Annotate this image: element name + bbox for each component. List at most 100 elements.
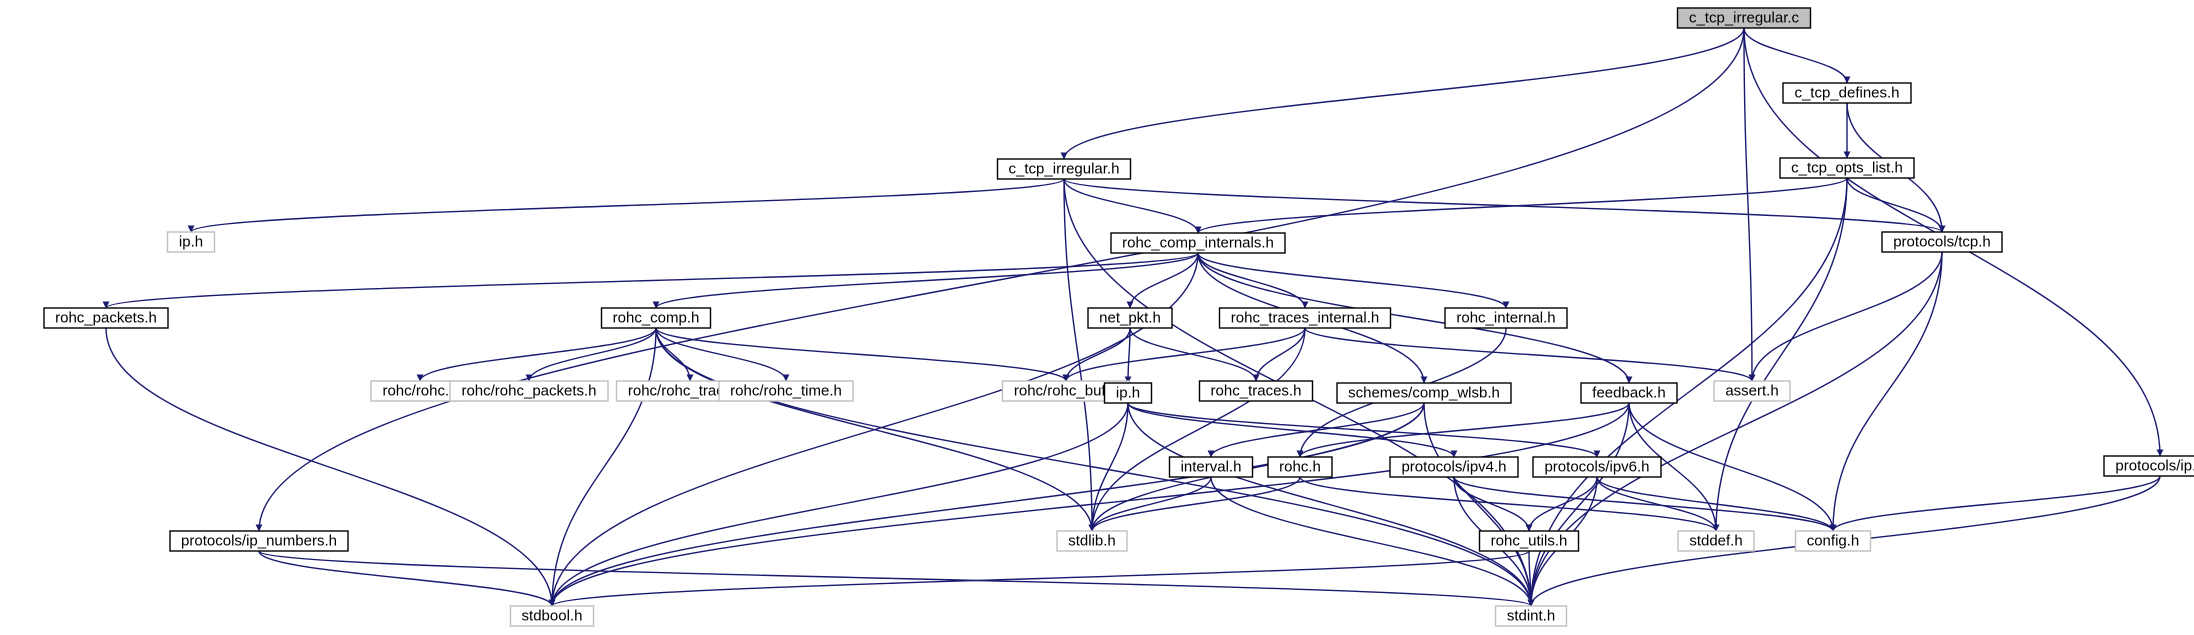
edge-path — [1194, 177, 1848, 234]
edge-path — [1062, 327, 1306, 382]
edge-path — [1304, 327, 1756, 382]
node-label: c_tcp_irregular.c — [1689, 10, 1800, 27]
edge-path — [258, 550, 1535, 607]
node-box — [1494, 605, 1568, 627]
edge-n8-n27 — [655, 327, 1096, 532]
node-stdbool-h: stdbool.h — [509, 605, 595, 627]
edge-n0-n31 — [255, 27, 1745, 532]
edge-path — [652, 252, 1199, 309]
node-box — [1713, 380, 1791, 402]
node-box — [1389, 456, 1519, 478]
edge-n1-n27 — [1063, 178, 1096, 532]
node-label: stdint.h — [1507, 608, 1555, 625]
edge-path — [1063, 178, 1202, 234]
node-label: protocols/ipv4.h — [1401, 459, 1506, 476]
edge-n17-n32 — [548, 402, 1129, 607]
edge-n21-n29 — [1628, 402, 1720, 532]
edge-n21-n33 — [1527, 402, 1630, 607]
edge-n0-n1 — [1060, 27, 1745, 160]
edge-n10-n20 — [1304, 327, 1756, 382]
edge-path — [1525, 476, 1598, 532]
edge-path — [187, 178, 1065, 233]
node-box — [1110, 232, 1286, 254]
node-label: rohc_comp.h — [613, 310, 700, 327]
edge-n5-n11 — [1197, 252, 1510, 309]
node-rohc-traces-internal-h: rohc_traces_internal.h — [1218, 307, 1392, 329]
node-schemes-comp-wlsb-h: schemes/comp_wlsb.h — [1336, 382, 1512, 404]
node-box — [169, 530, 349, 552]
node-box — [996, 158, 1132, 180]
edge-path — [1829, 251, 1943, 532]
edge-path — [1088, 476, 1301, 532]
edge-n28-n32 — [548, 550, 1530, 607]
edge-path — [1088, 402, 1129, 532]
edge-path — [1712, 177, 1848, 532]
edge-path — [548, 327, 657, 607]
edge-n17-n24 — [1127, 402, 1458, 458]
node-label: rohc/rohc_time.h — [730, 383, 842, 400]
node-c-tcp-irregular-h: c_tcp_irregular.h — [996, 158, 1132, 180]
edge-path — [1846, 177, 1946, 233]
edge-n5-n8 — [652, 252, 1199, 309]
node-ip-h: ip.h — [166, 231, 216, 253]
node-box — [1478, 530, 1580, 552]
edge-path — [1628, 402, 1837, 532]
node-assert-h: assert.h — [1713, 380, 1791, 402]
edge-path — [1063, 178, 1946, 233]
edge-path — [1628, 402, 1720, 532]
node-c-tcp-irregular-c: c_tcp_irregular.c — [1676, 7, 1812, 29]
node-rohc-rohc-time-h: rohc/rohc_time.h — [718, 380, 854, 402]
edge-path — [1126, 252, 1199, 309]
edge-n17-n27 — [1088, 402, 1129, 532]
node-rohc-h: rohc.h — [1267, 456, 1333, 478]
node-label: rohc_packets.h — [55, 310, 157, 327]
node-box — [1444, 307, 1568, 329]
edge-n19-n22 — [1207, 402, 1425, 458]
edge-n25-n30 — [1596, 476, 1837, 532]
node-box — [1103, 382, 1153, 404]
edge-n19-n33 — [1423, 402, 1535, 607]
edge-path — [1197, 252, 1510, 309]
edge-path — [655, 327, 1070, 382]
edge-path — [1088, 476, 1212, 532]
edge-path — [548, 402, 1129, 607]
edge-n21-n23 — [1296, 402, 1630, 458]
edge-n5-n7 — [102, 252, 1199, 309]
node-box — [1168, 456, 1254, 478]
node-label: net_pkt.h — [1099, 310, 1161, 327]
node-protocols-ipv4-h: protocols/ipv4.h — [1389, 456, 1519, 478]
edge-n9-n18 — [1129, 327, 1260, 382]
edge-path — [548, 550, 1530, 607]
node-rohc-traces-h: rohc_traces.h — [1198, 380, 1314, 402]
node-stdint-h: stdint.h — [1494, 605, 1568, 627]
node-ip-h: ip.h — [1103, 382, 1153, 404]
node-label: interval.h — [1181, 459, 1242, 476]
edge-n8-n13 — [525, 327, 657, 382]
node-box — [1218, 307, 1392, 329]
node-rohc-internal-h: rohc_internal.h — [1444, 307, 1568, 329]
edge-path — [548, 402, 1630, 607]
edge-n26-n30 — [1829, 475, 2161, 532]
edge-path — [1210, 476, 1535, 607]
node-label: stddef.h — [1689, 533, 1742, 550]
edge-path — [1423, 402, 1535, 607]
edge-n17-n33 — [1127, 402, 1535, 607]
edge-n5-n10 — [1197, 252, 1309, 309]
node-box — [1056, 530, 1128, 552]
edge-n5-n21 — [1197, 252, 1633, 384]
node-box — [1676, 7, 1812, 29]
edge-path — [416, 327, 657, 382]
edge-n1-n6 — [1063, 178, 1946, 233]
edge-n25-n28 — [1525, 476, 1598, 532]
edge-path — [1197, 252, 1309, 309]
edge-n10-n16 — [1062, 327, 1306, 382]
node-config-h: config.h — [1794, 530, 1872, 552]
node-feedback-h: feedback.h — [1580, 382, 1678, 404]
edge-n23-n27 — [1088, 476, 1301, 532]
edge-n8-n32 — [548, 327, 657, 607]
node-box — [2103, 455, 2194, 477]
edge-n5-n9 — [1126, 252, 1199, 309]
edge-path — [1596, 476, 1720, 532]
edge-path — [1829, 475, 2161, 532]
